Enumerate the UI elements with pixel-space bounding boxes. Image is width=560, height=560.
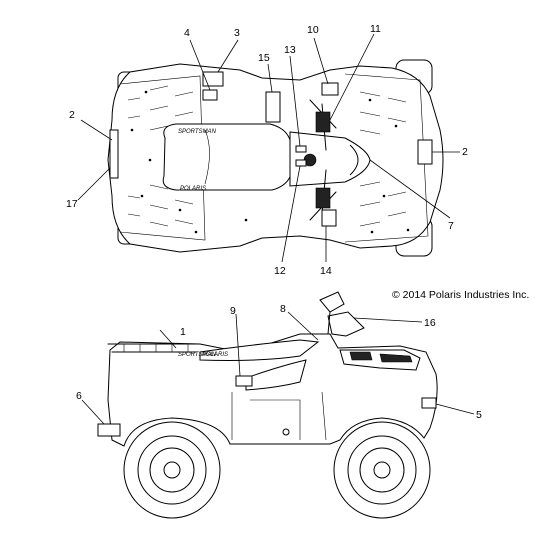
atv-top-view: SPORTSMAN POLARIS: [107, 59, 444, 257]
rear-reflector-top: [109, 129, 119, 179]
callout-15: 15: [258, 52, 270, 64]
callout-7: 7: [448, 220, 454, 232]
callout-6: 6: [76, 390, 82, 402]
callout-3: 3: [234, 27, 240, 39]
tank-top-logo: SPORTSMAN: [178, 129, 217, 135]
front-light-side: [349, 351, 373, 361]
decal-6-side: [97, 423, 121, 437]
callout-8: 8: [280, 303, 286, 315]
front-reflector-top: [417, 139, 433, 165]
callout-16: 16: [424, 317, 436, 329]
decal-15-top: [265, 91, 281, 123]
decal-10-top: [321, 82, 339, 96]
decal-3-top: [202, 71, 224, 87]
decal-4-top: [202, 89, 218, 101]
callout-4: 4: [184, 27, 190, 39]
callout-labels: 1 2 2 3 4 5 6 7 8 9 10 11 12 13 14 15 16…: [66, 23, 482, 421]
atv-side-view: SPORTSMAN POLARIS: [97, 291, 438, 519]
callout-10: 10: [307, 24, 319, 36]
callout-13: 13: [284, 44, 296, 56]
side-fender-logo: POLARIS: [202, 352, 228, 358]
decal-12-top: [295, 145, 307, 153]
leader-lines: [77, 33, 475, 425]
decal-14-top: [321, 209, 337, 227]
decal-5-side: [421, 397, 437, 409]
decal-9-side: [235, 375, 253, 387]
seat-side: [199, 339, 320, 361]
callout-11: 11: [370, 23, 381, 35]
rear-rack-side: [107, 343, 201, 353]
decal-13-top: [295, 159, 307, 167]
copyright-notice: © 2014 Polaris Industries Inc.: [392, 289, 529, 301]
left-grip: [315, 111, 331, 133]
callout-5: 5: [476, 409, 482, 421]
side-panel-swoosh: [245, 359, 307, 391]
right-grip: [315, 187, 331, 209]
bolt-dots-top: [130, 90, 410, 234]
callout-2-right: 2: [462, 146, 468, 158]
callout-14: 14: [320, 265, 332, 277]
windscreen-side: [327, 311, 365, 337]
fender-top-logo: POLARIS: [180, 186, 206, 192]
side-hood-logo: SPORTSMAN: [178, 352, 217, 358]
callout-17: 17: [66, 198, 78, 210]
handlebar-pod-side: [319, 291, 345, 313]
callout-9: 9: [230, 305, 236, 317]
callout-1: 1: [180, 326, 186, 338]
headlight-top: [349, 144, 359, 176]
callout-2-left: 2: [69, 109, 75, 121]
callout-12: 12: [274, 265, 286, 277]
